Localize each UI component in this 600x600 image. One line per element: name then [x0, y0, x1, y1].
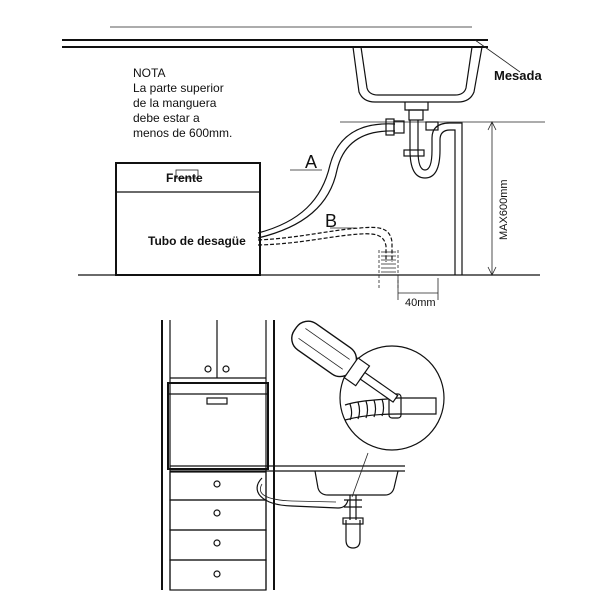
dishwasher-in-cabinet [167, 382, 269, 470]
note-line-1: La parte superior [133, 81, 224, 95]
hose-route-b [257, 226, 399, 290]
cabinet-frame [161, 320, 275, 590]
sink-trap [403, 120, 463, 275]
countertop [62, 39, 521, 73]
screwdriver [291, 320, 399, 403]
bottom-sink-trap [342, 495, 364, 549]
hose-route-a [257, 118, 405, 239]
bottom-diagram [161, 320, 445, 591]
front-label: Frente [166, 171, 203, 185]
max-height-dimension [487, 121, 497, 276]
note-line-4: menos de 600mm. [133, 126, 232, 140]
route-a-label: A [305, 152, 317, 172]
detail-leader [351, 452, 369, 498]
route-b-label: B [325, 211, 337, 231]
drain-hose-label: Tubo de desagüe [148, 234, 246, 248]
note-line-2: de la manguera [133, 96, 217, 110]
drawer-stack [169, 471, 267, 591]
note-heading: NOTA [133, 66, 165, 80]
sink-basin [352, 46, 483, 121]
distance-dimension [397, 278, 439, 300]
bottom-drain-hose [256, 477, 349, 509]
max-height-label: MAX600mm [498, 179, 510, 240]
countertop-label: Mesada [494, 68, 542, 83]
dishwasher-unit [115, 162, 261, 276]
sink-counter [170, 465, 405, 496]
distance-label: 40mm [405, 297, 436, 309]
countertop-leader-line [474, 39, 521, 73]
note-line-3: debe estar a [133, 111, 200, 125]
top-diagram: NOTA La parte superior de la manguera de… [62, 26, 545, 309]
